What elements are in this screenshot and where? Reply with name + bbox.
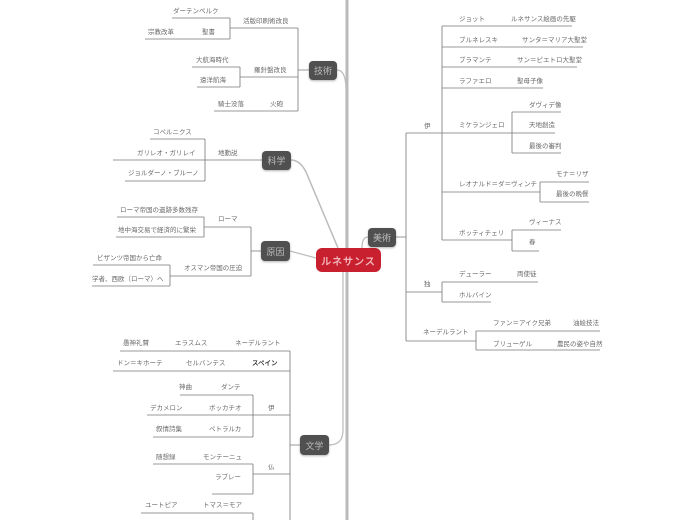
- node-cannon[interactable]: 火砲: [270, 100, 283, 108]
- node-bruegel[interactable]: ブリューゲル: [493, 340, 532, 348]
- node-durer[interactable]: デューラー: [459, 270, 492, 278]
- node-don-quixote[interactable]: ドン＝キホーテ: [117, 359, 163, 367]
- node-durer-work[interactable]: 両使徒: [517, 270, 537, 278]
- node-lit-spain[interactable]: スペイン: [252, 359, 278, 367]
- node-utopia[interactable]: ユートピア: [145, 501, 178, 509]
- node-printing[interactable]: 活版印刷術改良: [243, 17, 289, 25]
- node-ocean[interactable]: 遠洋航海: [200, 76, 226, 84]
- node-reformation[interactable]: 宗教改革: [148, 28, 174, 36]
- node-ottoman[interactable]: オスマン帝国の圧迫: [184, 264, 243, 272]
- node-art-italy[interactable]: 伊: [424, 122, 431, 130]
- node-lyric-poems[interactable]: 叙情詩集: [156, 425, 182, 433]
- node-bruno[interactable]: ジョルダーノ・ブルーノ: [128, 169, 199, 177]
- node-brunelleschi-work[interactable]: サンタ＝マリア大聖堂: [522, 36, 587, 44]
- node-montaigne[interactable]: モンテーニュ: [203, 453, 242, 461]
- node-lit-netherlands[interactable]: ネーデルラント: [235, 339, 281, 347]
- node-bruegel-work[interactable]: 農民の姿や自然: [557, 340, 603, 348]
- node-last-judgment[interactable]: 最後の審判: [529, 142, 562, 150]
- node-bramante-work[interactable]: サン＝ピエトロ大聖堂: [517, 56, 582, 64]
- node-van-eyck[interactable]: ファン＝アイク兄弟: [493, 319, 552, 327]
- node-praise-of-folly[interactable]: 愚神礼賛: [123, 339, 149, 347]
- node-david[interactable]: ダヴィデ像: [529, 101, 562, 109]
- node-cervantes[interactable]: セルバンテス: [186, 359, 226, 367]
- node-creation[interactable]: 天地創造: [529, 121, 555, 129]
- node-raphael[interactable]: ラファエロ: [459, 77, 492, 85]
- node-botticelli[interactable]: ボッティチェリ: [459, 229, 505, 237]
- node-knights[interactable]: 騎士没落: [218, 100, 244, 108]
- node-art-netherlands[interactable]: ネーデルラント: [423, 328, 469, 336]
- node-thomas-more[interactable]: トマス＝モア: [203, 501, 242, 509]
- node-scholars[interactable]: 学者、西欧（ローマ）へ: [92, 275, 164, 283]
- node-decameron[interactable]: デカメロン: [150, 404, 183, 412]
- node-divine-comedy[interactable]: 神曲: [179, 383, 192, 391]
- node-compass[interactable]: 羅針盤改良: [254, 66, 287, 74]
- node-dante[interactable]: ダンテ: [221, 383, 241, 391]
- node-lit-france[interactable]: 仏: [268, 463, 275, 471]
- node-spring[interactable]: 春: [529, 238, 536, 246]
- topic-cause[interactable]: 原因: [261, 241, 290, 261]
- topic-literature[interactable]: 文学: [300, 435, 329, 455]
- node-heliocentrism[interactable]: 地動説: [218, 149, 238, 157]
- topic-science[interactable]: 科学: [262, 151, 291, 170]
- node-giotto[interactable]: ジョット: [459, 15, 485, 23]
- node-rome[interactable]: ローマ: [218, 215, 238, 223]
- node-holbein[interactable]: ホルバイン: [459, 291, 492, 299]
- node-byzantine[interactable]: ビザンツ帝国から亡命: [97, 254, 162, 262]
- node-essays[interactable]: 随想録: [156, 453, 176, 461]
- node-brunelleschi[interactable]: ブルネレスキ: [459, 36, 498, 44]
- node-bible[interactable]: 聖書: [202, 28, 215, 36]
- node-age-of-discovery[interactable]: 大航海時代: [196, 56, 229, 64]
- node-lit-italy[interactable]: 伊: [268, 404, 275, 412]
- node-gutenberg[interactable]: ダーテンベルク: [173, 7, 219, 15]
- node-petrarca[interactable]: ペトラルカ: [209, 425, 242, 433]
- node-raphael-work[interactable]: 聖母子像: [517, 77, 543, 85]
- node-giotto-work[interactable]: ルネサンス絵画の先駆: [511, 15, 576, 23]
- node-venus[interactable]: ヴィーナス: [529, 218, 562, 226]
- topic-art[interactable]: 美術: [368, 228, 396, 247]
- node-boccaccio[interactable]: ボッカチオ: [209, 404, 242, 412]
- node-leonardo[interactable]: レオナルド＝ダ＝ヴィンチ: [459, 180, 537, 188]
- node-bramante[interactable]: ブラマンテ: [459, 56, 492, 64]
- topic-technology[interactable]: 技術: [309, 61, 337, 80]
- node-galileo[interactable]: ガリレオ・ガリレイ: [137, 149, 196, 157]
- node-last-supper[interactable]: 最後の晩餐: [556, 190, 589, 198]
- node-michelangelo[interactable]: ミケランジェロ: [459, 121, 505, 129]
- central-topic[interactable]: ルネサンス: [316, 248, 381, 272]
- node-ruins[interactable]: ローマ帝国の遺跡多数残存: [120, 206, 198, 214]
- node-oil-painting[interactable]: 油絵技法: [573, 319, 599, 327]
- node-rabelais[interactable]: ラブレー: [215, 473, 241, 481]
- node-mona-lisa[interactable]: モナ＝リザ: [556, 170, 589, 178]
- node-copernicus[interactable]: コペルニクス: [153, 128, 192, 136]
- node-erasmus[interactable]: エラスムス: [175, 339, 208, 347]
- node-trade[interactable]: 地中海交易で経済的に繁栄: [118, 226, 196, 234]
- node-art-germany[interactable]: 独: [424, 280, 431, 288]
